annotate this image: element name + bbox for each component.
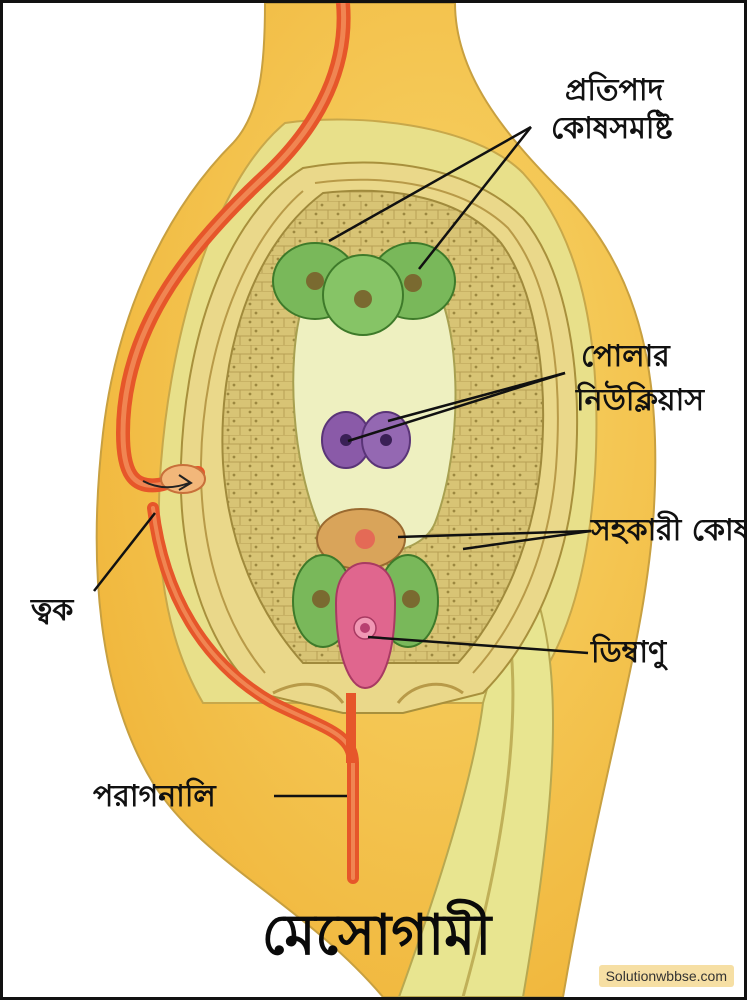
ovule-diagram — [93, 3, 657, 997]
label-integument: ত্বক — [31, 593, 74, 628]
label-polar-line2: নিউক্লিয়াস — [576, 383, 705, 418]
label-egg: ডিম্বাণু — [591, 635, 667, 670]
label-synergid: সহকারী কোষ — [591, 513, 747, 548]
watermark: Solutionwbbse.com — [598, 965, 734, 987]
label-pollen-tube: পরাগনালি — [93, 779, 216, 814]
label-antipodal-line2: কোষসমষ্টি — [551, 111, 673, 146]
label-antipodal-line1: প্রতিপাদ — [565, 73, 664, 108]
pointer-lines — [93, 125, 592, 798]
antipodal-cells — [272, 242, 456, 336]
label-polar-line1: পোলার — [581, 339, 670, 374]
pollen-tube-arrow — [142, 474, 193, 491]
diagram-title: মেসোগামী — [261, 903, 492, 968]
